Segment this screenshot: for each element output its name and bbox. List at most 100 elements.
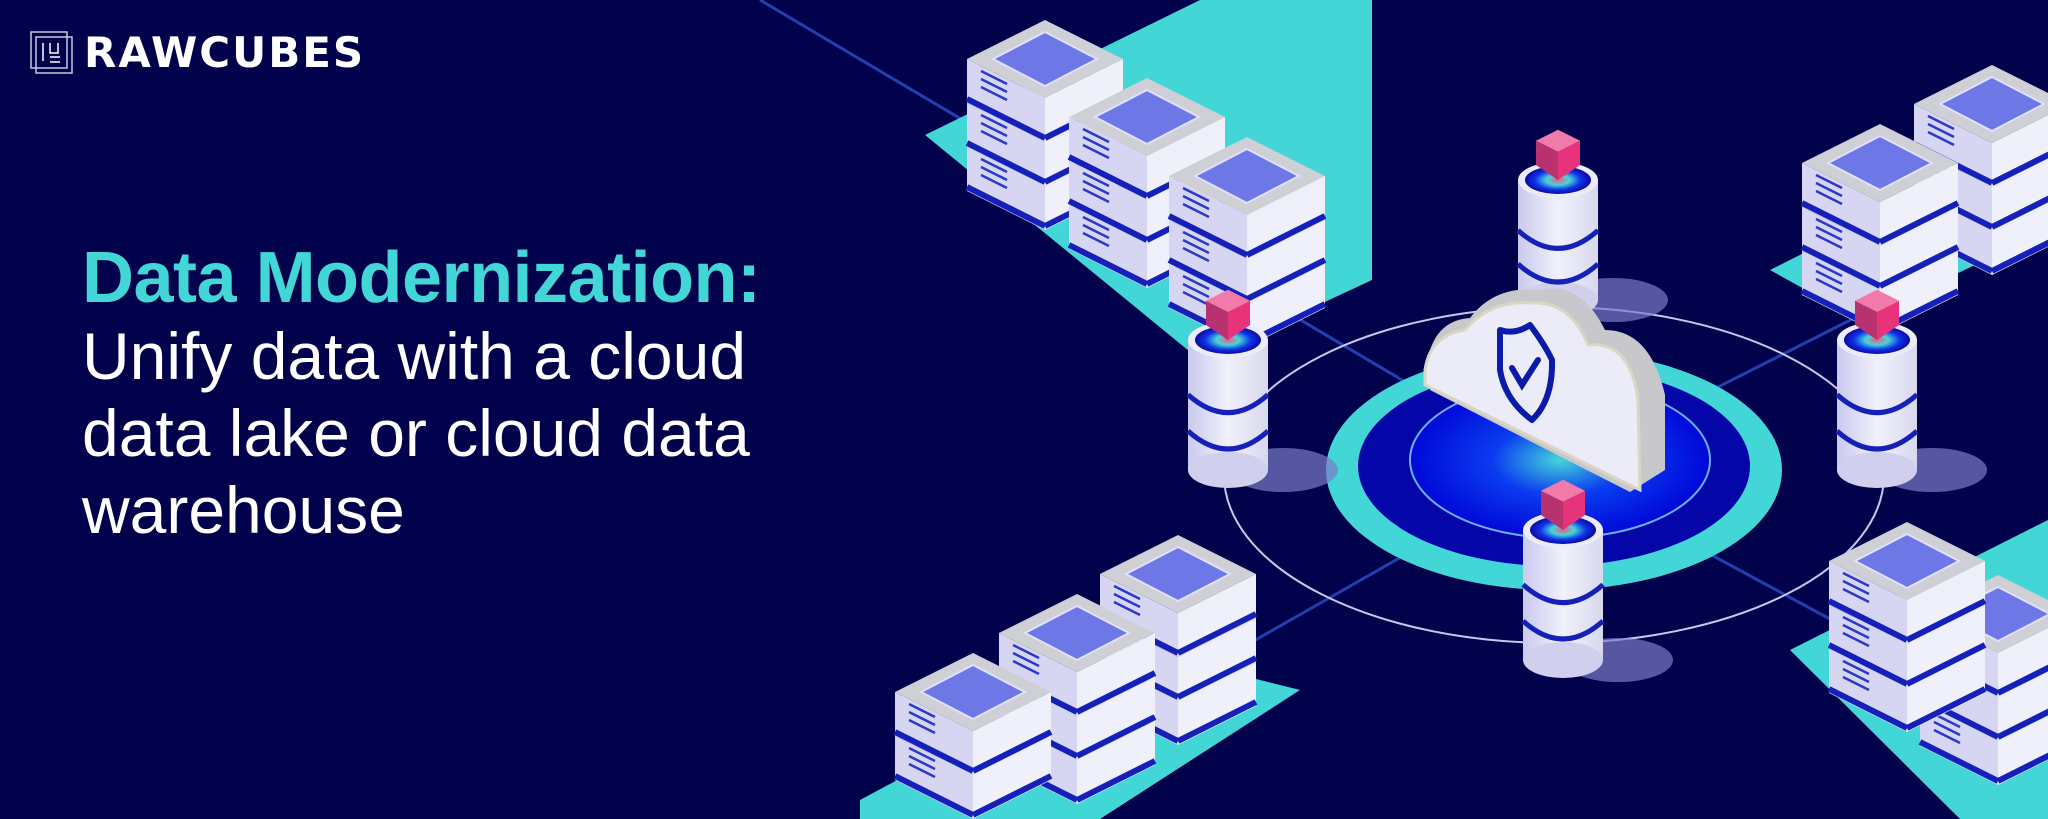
server-stripe (1167, 213, 1249, 258)
server-stripe (893, 729, 975, 774)
server-vent (1842, 623, 1870, 640)
server-stripe (965, 184, 1047, 229)
server-stripe (1176, 655, 1258, 700)
server-vent (1842, 675, 1870, 692)
server-face (1992, 159, 2048, 231)
server-face (973, 692, 1051, 775)
server-vent (1082, 231, 1110, 248)
server-screen (1825, 134, 1935, 192)
server-vent (1933, 720, 1961, 737)
server-vent (1182, 274, 1210, 291)
server-stripe (971, 729, 1053, 774)
server-vent (1933, 728, 1961, 745)
data-cube-icon (1536, 129, 1580, 180)
server-face (1992, 115, 2048, 187)
server-face (1880, 207, 1958, 290)
server-screen (918, 663, 1028, 721)
server-vent (908, 754, 936, 771)
server-stripe (1990, 195, 2048, 230)
server-vent (908, 710, 936, 727)
server-screen (1192, 147, 1302, 205)
server-vent (980, 129, 1008, 146)
server-screen (1092, 88, 1202, 146)
server-stripe (1067, 242, 1149, 287)
server-stripe (1075, 758, 1157, 803)
database-icon (1186, 289, 1338, 492)
server-face (1178, 618, 1256, 701)
server-face (1907, 605, 1985, 688)
server-stripe (1167, 257, 1249, 302)
server-stripe (1990, 151, 2048, 186)
database-base (1837, 452, 1917, 488)
server-stripe (1905, 598, 1987, 643)
server-vent (1082, 179, 1110, 196)
server-vent (980, 69, 1008, 86)
server-face (1998, 672, 2048, 741)
server-face (1247, 264, 1325, 347)
data-cube-icon (1855, 289, 1899, 340)
server-vent (980, 165, 1008, 182)
subtitle-line: data lake or cloud data (82, 396, 750, 470)
server-vent (1012, 651, 1040, 668)
server-stripe (971, 773, 1053, 818)
data-cube-icon (1541, 479, 1585, 530)
server-vent (908, 762, 936, 779)
server-vent (1082, 127, 1110, 144)
server-face (1907, 561, 1985, 644)
database-band (1835, 392, 1919, 416)
server-vent (908, 746, 936, 763)
server-stripe (965, 140, 1047, 185)
server-vent (1815, 217, 1843, 234)
server-face (1178, 662, 1256, 745)
database-icon (1516, 129, 1668, 322)
server-vent (1815, 225, 1843, 242)
server-face (1247, 176, 1325, 259)
server-stripe (1245, 257, 1327, 302)
server-vent (1082, 143, 1110, 160)
server-stack-icon (1827, 522, 1987, 732)
server-stripe (1067, 198, 1149, 243)
server-screen (990, 30, 1100, 88)
database-base (1188, 452, 1268, 488)
server-stripe (1996, 664, 2048, 696)
server-vent (1815, 233, 1843, 250)
server-vent (1815, 173, 1843, 190)
server-vent (1182, 282, 1210, 299)
server-stripe (1990, 239, 2048, 274)
server-face (1077, 721, 1155, 804)
database-icon (1521, 479, 1673, 682)
subtitle-line: warehouse (82, 473, 405, 547)
server-stripe (1905, 642, 1987, 687)
server-vent (1082, 215, 1110, 232)
server-vent (980, 173, 1008, 190)
server-vent (980, 121, 1008, 138)
server-vent (1815, 261, 1843, 278)
hero-headline: Data Modernization: Unify data with a cl… (82, 238, 982, 549)
server-vent (1082, 135, 1110, 152)
server-vent (1082, 223, 1110, 240)
server-vent (1842, 631, 1870, 648)
server-screen (1937, 75, 2047, 133)
server-vent (1182, 186, 1210, 203)
server-stripe (1067, 154, 1149, 199)
brand-logo[interactable]: RAWCUBES (30, 31, 365, 75)
database-band (1186, 392, 1270, 416)
server-stripe (1827, 686, 1909, 731)
server-screen (1022, 604, 1132, 662)
server-stripe (1827, 598, 1909, 643)
server-face (1907, 649, 1985, 732)
database-band (1186, 429, 1270, 452)
server-vent (1082, 171, 1110, 188)
server-vent (1082, 187, 1110, 204)
server-vent (1182, 230, 1210, 247)
server-face (1880, 251, 1958, 334)
server-stripe (1176, 699, 1258, 744)
server-face (973, 736, 1051, 819)
server-vent (1927, 114, 1955, 131)
server-stripe (1800, 200, 1882, 245)
server-vent (1842, 667, 1870, 684)
brand-name: RAWCUBES (84, 28, 366, 77)
server-stack-icon (893, 653, 1053, 819)
server-vent (1815, 189, 1843, 206)
